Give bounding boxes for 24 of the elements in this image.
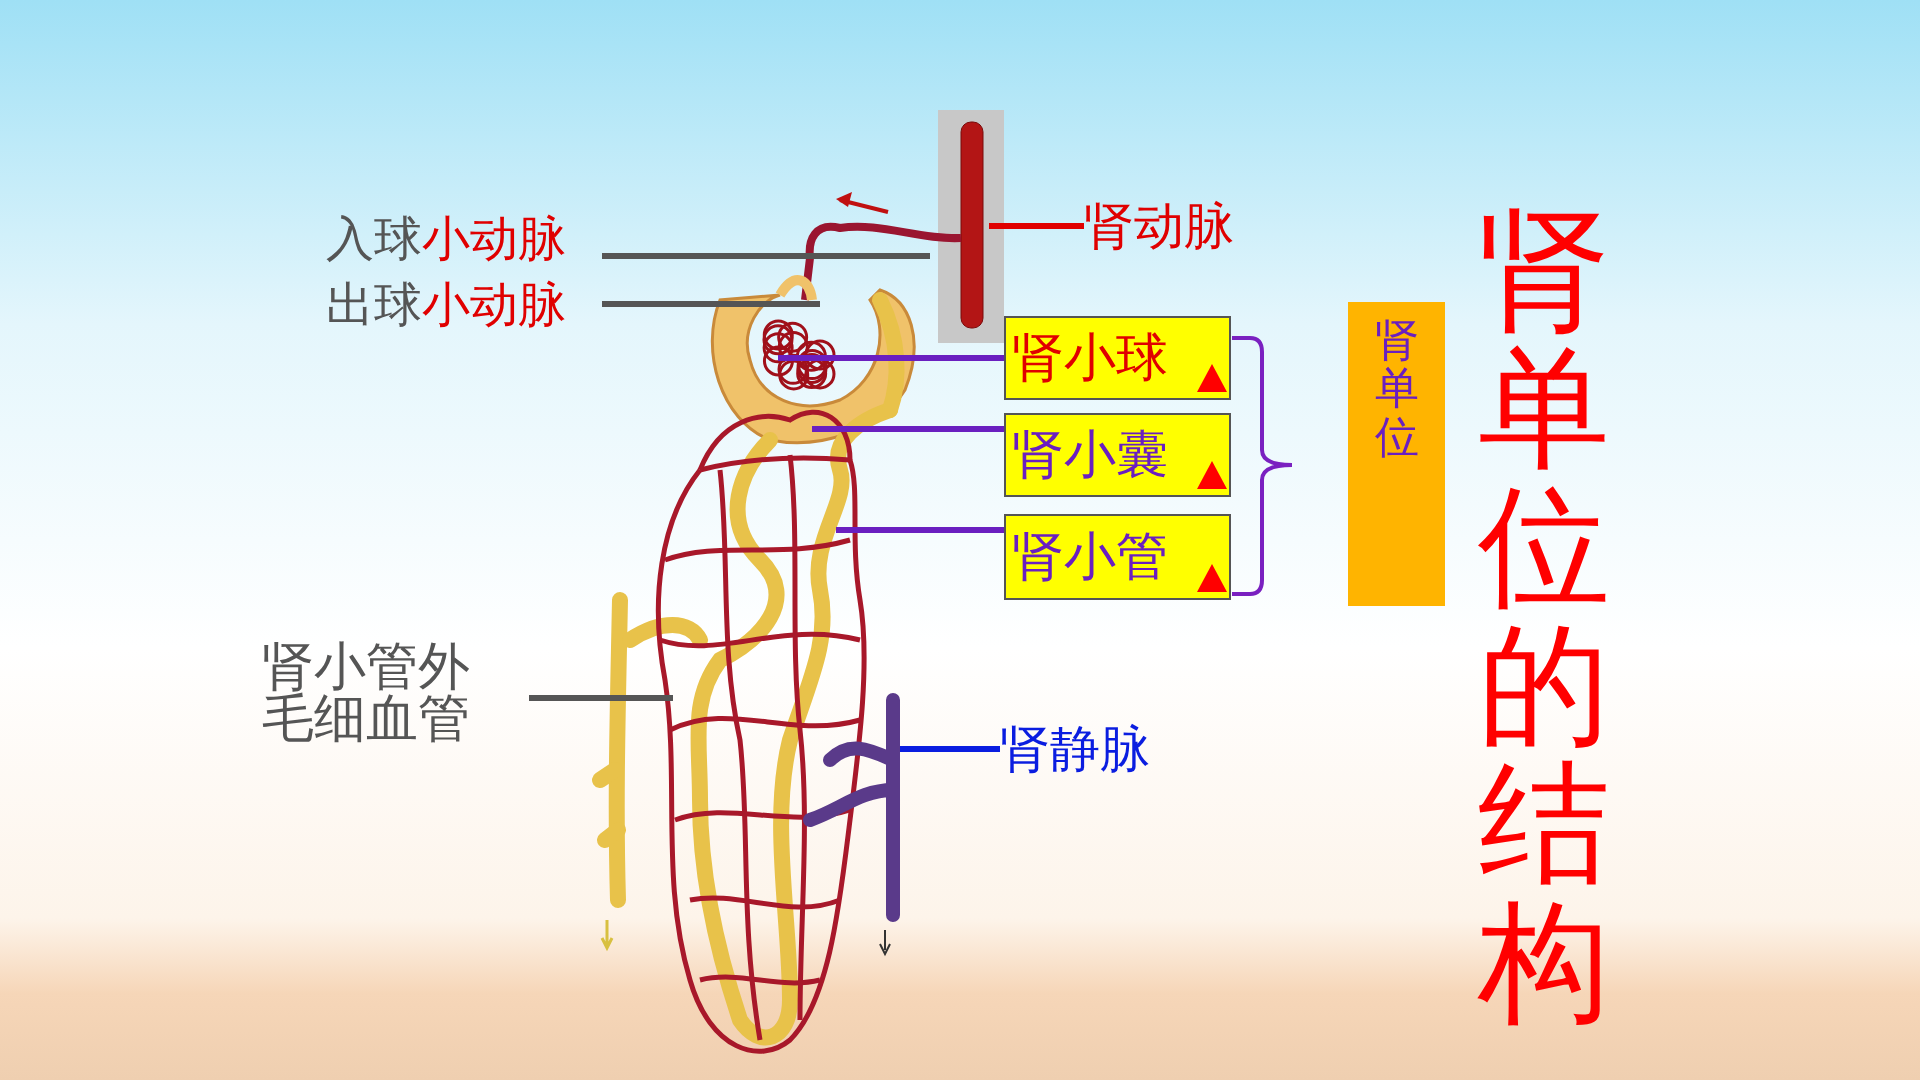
leader-line bbox=[900, 746, 1000, 752]
leader-line bbox=[812, 426, 1004, 432]
leader-line bbox=[602, 253, 930, 259]
label-text: 肾小管外毛细血管 bbox=[262, 640, 471, 744]
label-text: 肾小管 bbox=[1012, 525, 1168, 588]
label-box bbox=[1004, 514, 1231, 600]
label-box bbox=[1348, 302, 1445, 606]
label-box bbox=[1004, 316, 1231, 400]
leader-line bbox=[529, 695, 673, 701]
label-text: 出球 bbox=[326, 275, 422, 334]
leader-line bbox=[602, 301, 820, 307]
label-text-highlight: 小动脉 bbox=[422, 275, 566, 334]
leader-line bbox=[778, 355, 1004, 361]
label-text: 肾静脉 bbox=[1000, 718, 1150, 780]
label-text: 肾小球 bbox=[1012, 326, 1168, 389]
label-text: 肾动脉 bbox=[1084, 195, 1234, 257]
leader-line bbox=[836, 527, 1004, 533]
label-text: 肾小囊 bbox=[1012, 423, 1168, 486]
label-box bbox=[1004, 413, 1231, 497]
title: 肾单位的结构 bbox=[1478, 200, 1610, 1032]
label-text: 肾单位 bbox=[1374, 316, 1419, 462]
label-text: 入球 bbox=[326, 209, 422, 268]
label-text-highlight: 小动脉 bbox=[422, 209, 566, 268]
leader-line bbox=[989, 223, 1084, 229]
